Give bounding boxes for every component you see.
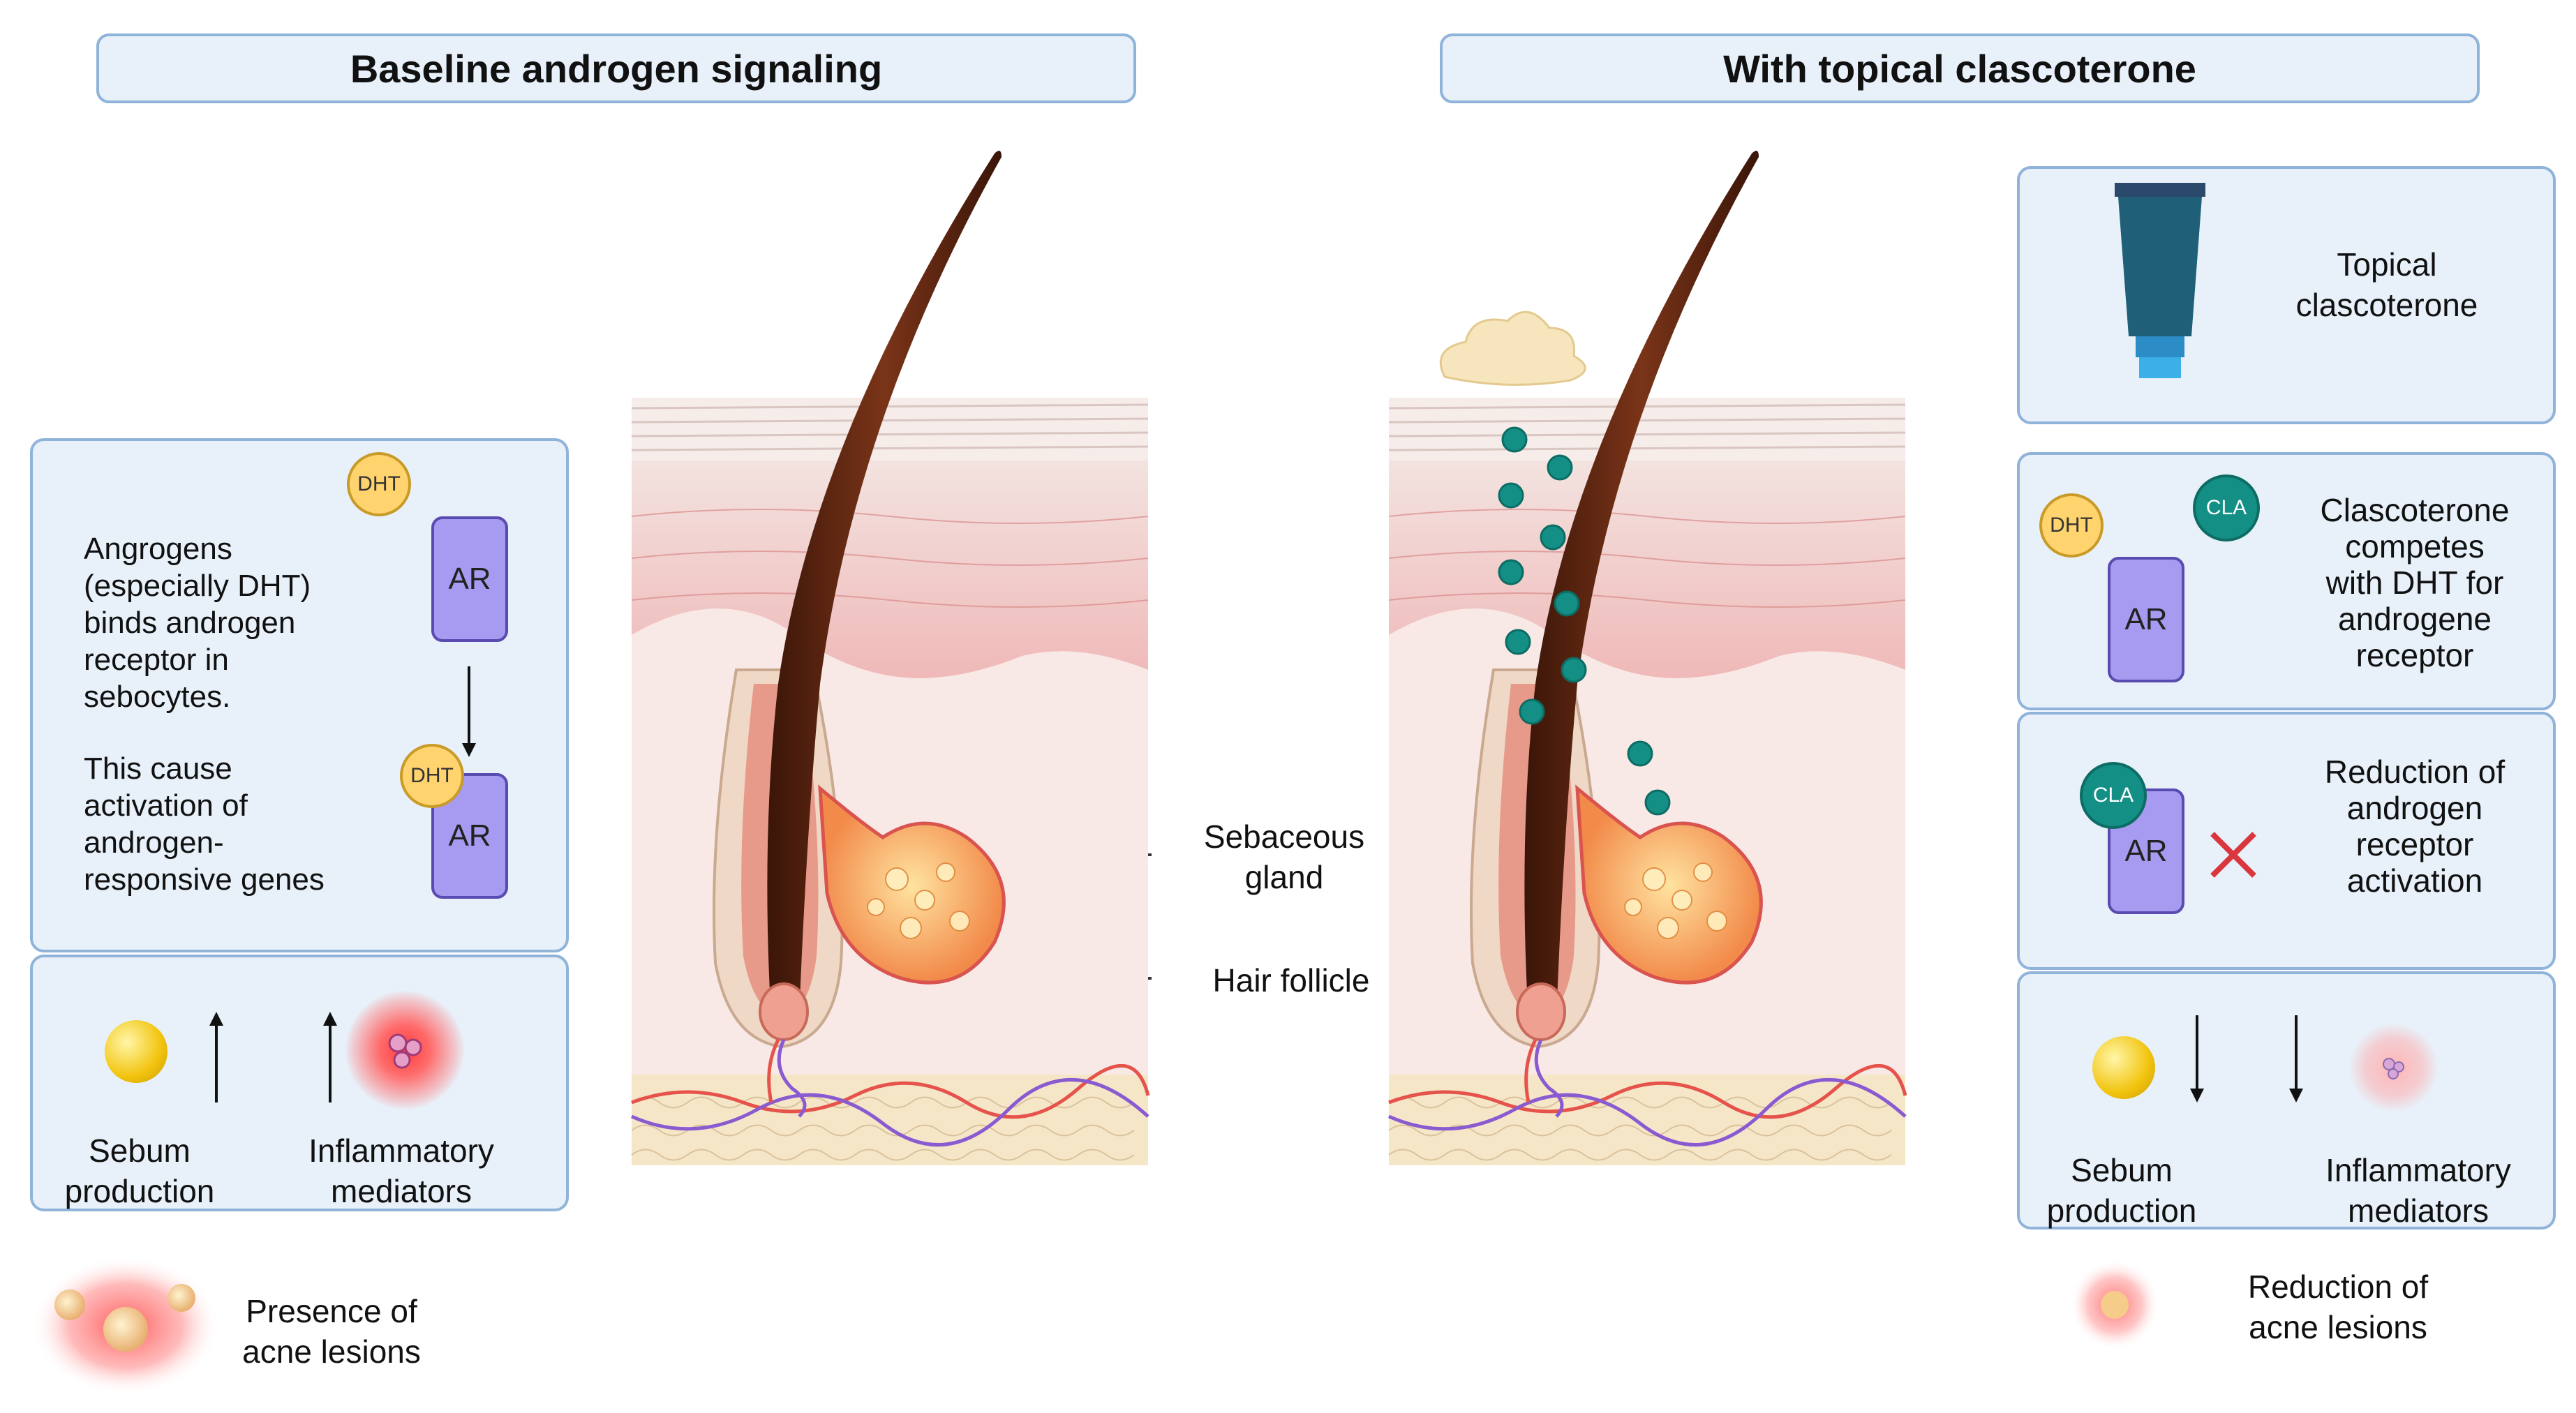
skin-cross-section-baseline	[630, 151, 1150, 1165]
inflammation-reduced-icon	[2348, 1022, 2439, 1113]
androgen-receptor-blocked: AR	[2108, 788, 2184, 914]
inflammatory-cells-icon	[388, 1033, 422, 1069]
androgen-receptor-competing: AR	[2108, 557, 2184, 682]
reduction-panel	[2017, 712, 2556, 970]
clascoterone-particles	[1498, 426, 1671, 816]
dht-molecule-competing: DHT	[2039, 493, 2104, 558]
blocked-cross-icon	[2210, 832, 2256, 878]
acne-lesions-icon	[31, 1256, 220, 1396]
baseline-header-title: Baseline androgen signaling	[350, 46, 883, 91]
hair-follicle-label: Hair follicle	[1212, 962, 1370, 999]
sebum-inflammation-reduced-panel	[2017, 971, 2556, 1229]
androgen-receptor: AR	[431, 516, 508, 642]
cream-tube-icon	[2115, 183, 2205, 378]
cream-dollop-icon	[1439, 311, 1586, 386]
topical-panel	[2017, 166, 2556, 424]
inflammatory-cells-reduced-icon	[2383, 1058, 2404, 1079]
competition-panel	[2017, 452, 2556, 710]
inflammation-icon	[345, 991, 464, 1109]
sebum-droplet-icon	[105, 1020, 167, 1083]
sebum-droplet-reduced-icon	[2092, 1036, 2155, 1099]
clascoterone-header: With topical clascoterone	[1440, 33, 2480, 103]
cla-molecule-bound: CLA	[2080, 762, 2147, 829]
clascoterone-header-title: With topical clascoterone	[1723, 46, 2196, 91]
dht-molecule-bound: DHT	[400, 744, 464, 808]
skin-cross-section-treated	[1387, 151, 1907, 1165]
sebum-inflammation-panel	[30, 955, 569, 1211]
baseline-header: Baseline androgen signaling	[96, 33, 1136, 103]
acne-lesion-reduced-icon	[2069, 1259, 2160, 1350]
dht-molecule: DHT	[347, 452, 411, 516]
androgen-receptor-bound: AR	[431, 773, 508, 899]
androgen-binding-text: Angrogens (especially DHT) binds androge…	[84, 532, 311, 714]
cla-molecule-competing: CLA	[2193, 474, 2260, 541]
gene-activation-text: This cause activation of androgen- respo…	[84, 752, 325, 897]
